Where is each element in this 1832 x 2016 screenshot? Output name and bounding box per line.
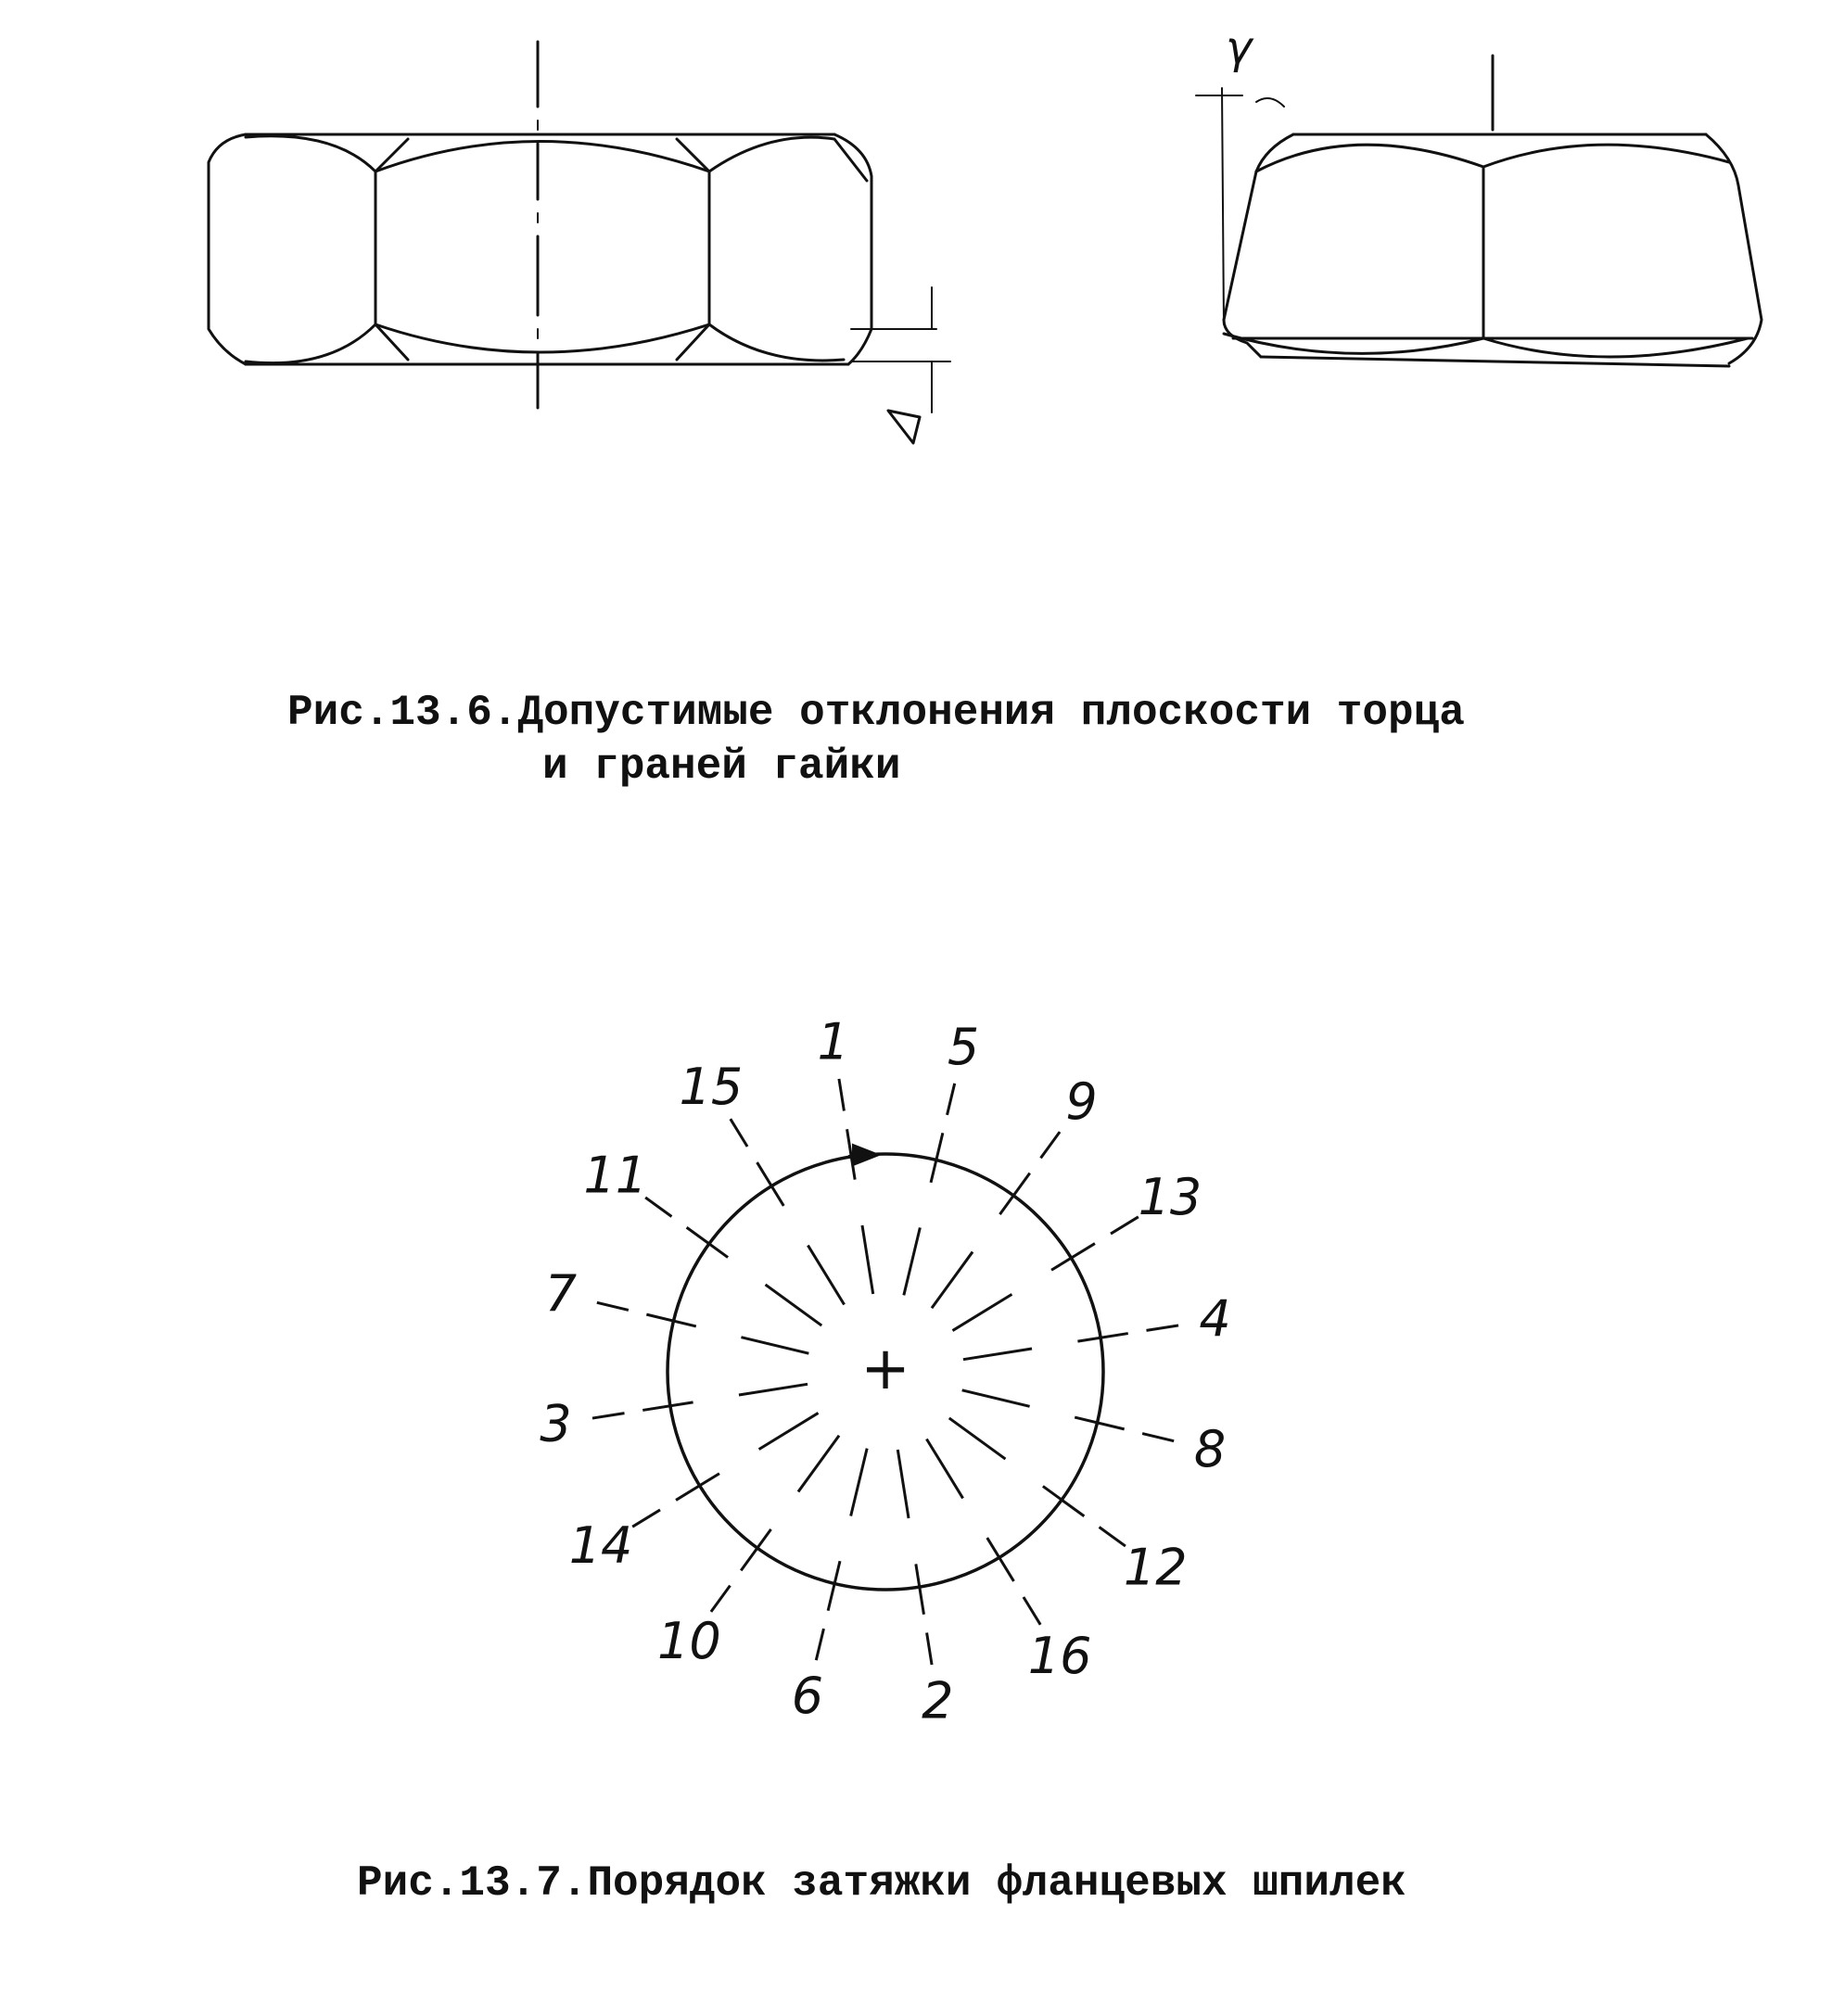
stud-number-label: 8: [1194, 1420, 1226, 1478]
stud-leader: [729, 1118, 749, 1147]
stud-number-label: 9: [1065, 1072, 1097, 1131]
stud-mark-outer: [999, 1172, 1031, 1215]
stud-mark-outer: [826, 1560, 842, 1612]
nut-tilted-view: [1195, 54, 1763, 368]
stud-mark-inner: [962, 1347, 1033, 1362]
stud-leader: [1141, 1432, 1175, 1443]
stud-mark-outer: [1050, 1242, 1096, 1272]
stud-mark-inner: [741, 1336, 809, 1355]
stud-leader: [592, 1412, 625, 1420]
gamma-label: γ: [1226, 22, 1254, 74]
stud-leader: [644, 1196, 673, 1218]
stud-mark-outer: [846, 1129, 857, 1180]
stud-number-label: 7: [545, 1264, 577, 1323]
stud-number-label: 3: [540, 1394, 571, 1452]
stud-number-label: 16: [1028, 1627, 1092, 1685]
stud-mark-inner: [896, 1449, 910, 1519]
stud-number-label: 2: [922, 1672, 953, 1731]
stud-leader: [837, 1078, 846, 1111]
stud-mark-inner: [807, 1244, 846, 1306]
stud-leader: [814, 1628, 825, 1661]
stud-mark-inner: [902, 1227, 922, 1296]
stud-mark-outer: [929, 1132, 945, 1184]
figure-13-6-drawing: γ: [207, 22, 1763, 445]
stud-mark-outer: [675, 1472, 720, 1502]
stud-leader: [596, 1300, 630, 1312]
stud-mark-outer: [1074, 1415, 1126, 1431]
center-mark: +: [860, 1335, 910, 1403]
stud-leader: [946, 1083, 957, 1116]
stud-mark-inner: [738, 1382, 808, 1397]
stud-leader: [1022, 1596, 1042, 1626]
stud-mark-inner: [925, 1438, 964, 1500]
stud-mark-outer: [1077, 1332, 1128, 1343]
stud-mark-inner: [951, 1293, 1013, 1332]
stud-number-label: 14: [569, 1516, 633, 1575]
stud-leader: [631, 1508, 661, 1528]
stud-mark-outer: [756, 1161, 785, 1207]
stud-mark-inner: [757, 1412, 820, 1451]
stud-number-label: 1: [818, 1012, 849, 1071]
stud-number-label: 15: [680, 1058, 744, 1116]
nut-front-view: [207, 40, 951, 445]
stud-mark-outer: [642, 1401, 693, 1412]
stud-number-label: 12: [1124, 1539, 1188, 1597]
stud-number-label: 6: [792, 1667, 823, 1725]
stud-mark-outer: [1042, 1485, 1086, 1517]
stud-leader: [925, 1632, 934, 1666]
stud-number-label: 5: [948, 1018, 979, 1076]
stud-number-label: 11: [583, 1146, 647, 1204]
stud-number-label: 4: [1199, 1290, 1230, 1349]
caption-13-7: Рис.13.7.Порядок затяжки фланцевых шпиле…: [357, 1859, 1406, 1908]
stud-mark-outer: [914, 1564, 925, 1615]
stud-mark-outer: [685, 1226, 729, 1259]
stud-mark-inner: [860, 1224, 875, 1295]
stud-leader: [1098, 1526, 1126, 1548]
stud-mark-outer: [986, 1537, 1015, 1582]
stud-leader: [1146, 1324, 1179, 1332]
stud-mark-inner: [849, 1448, 869, 1516]
stud-number-label: 13: [1139, 1168, 1202, 1226]
flange-circle: [666, 1152, 1105, 1591]
stud-mark-inner: [764, 1283, 823, 1327]
caption-13-6-line2: и граней гайки: [542, 742, 901, 791]
stud-leader: [709, 1584, 732, 1613]
stud-number-label: 10: [657, 1612, 721, 1670]
stud-mark-outer: [645, 1312, 697, 1328]
stud-mark-outer: [740, 1528, 772, 1572]
stud-leader: [1039, 1131, 1062, 1160]
stud-mark-inner: [796, 1434, 841, 1493]
stud-mark-inner: [961, 1388, 1030, 1408]
stud-mark-inner: [948, 1416, 1007, 1461]
stud-leader: [1110, 1215, 1139, 1236]
caption-13-6-line1: Рис.13.6.Допустимые отклонения плоскости…: [287, 689, 1465, 737]
stud-mark-inner: [930, 1250, 974, 1310]
